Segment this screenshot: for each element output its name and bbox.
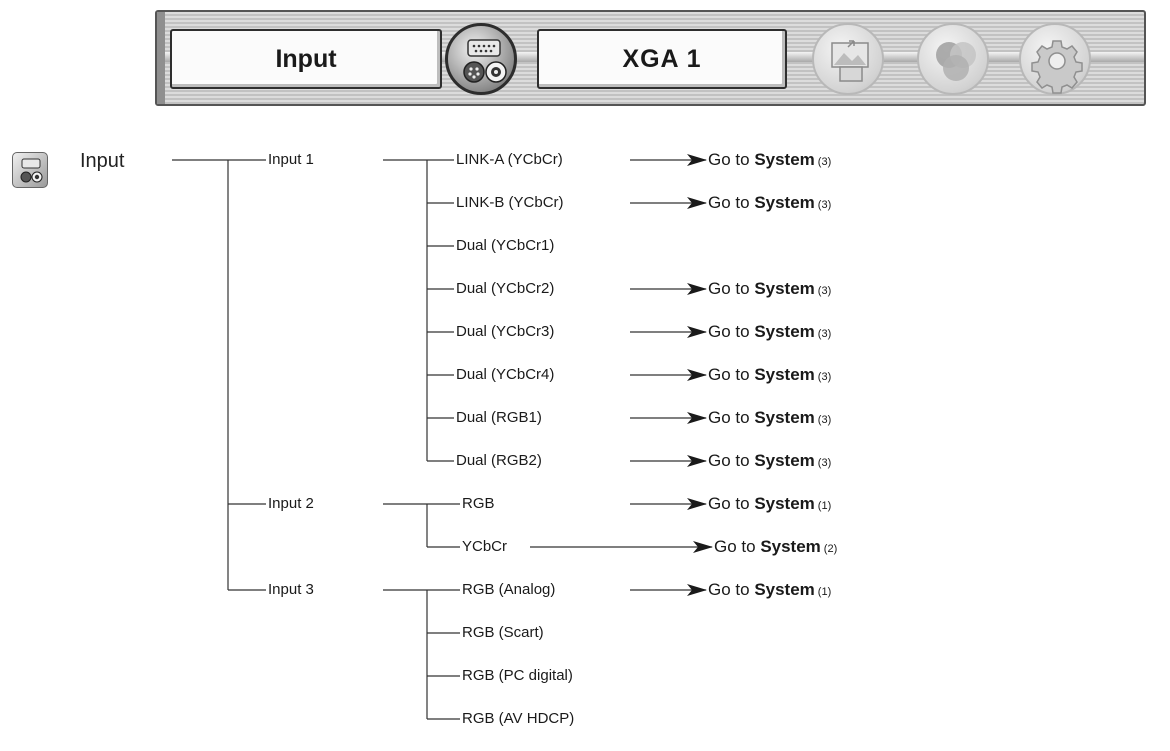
mode-node-label: LINK-B (YCbCr): [456, 194, 564, 211]
goto-number: (3): [817, 199, 832, 211]
goto-target: System: [754, 150, 815, 169]
mode-node-label: RGB (Scart): [462, 624, 544, 641]
mode-node-label: Dual (YCbCr1): [456, 237, 555, 254]
mode-node-label: Dual (YCbCr4): [456, 366, 555, 383]
goto-system-link: Go to System(3): [708, 150, 831, 172]
input-node-label: Input 3: [268, 581, 314, 598]
goto-prefix: Go to: [708, 580, 755, 599]
goto-target: System: [754, 279, 815, 298]
goto-prefix: Go to: [708, 150, 755, 169]
goto-prefix: Go to: [708, 279, 755, 298]
goto-system-link: Go to System(3): [708, 451, 831, 473]
goto-system-link: Go to System(1): [708, 494, 831, 516]
goto-number: (3): [817, 156, 832, 168]
mode-node-label: RGB (AV HDCP): [462, 710, 575, 727]
goto-prefix: Go to: [708, 193, 755, 212]
goto-system-link: Go to System(3): [708, 365, 831, 387]
goto-number: (1): [817, 500, 832, 512]
goto-prefix: Go to: [708, 451, 755, 470]
goto-system-link: Go to System(3): [708, 279, 831, 301]
goto-system-link: Go to System(2): [714, 537, 837, 559]
goto-system-link: Go to System(3): [708, 322, 831, 344]
mode-node-label: YCbCr: [462, 538, 508, 555]
color-icon[interactable]: [917, 23, 989, 95]
mode-node-label: Dual (RGB1): [456, 409, 542, 426]
goto-number: (1): [817, 586, 832, 598]
goto-target: System: [754, 193, 815, 212]
goto-prefix: Go to: [714, 537, 761, 556]
mode-node-label: Dual (YCbCr2): [456, 280, 555, 297]
input-icon[interactable]: [445, 23, 517, 95]
mode-node-label: Dual (RGB2): [456, 452, 542, 469]
goto-target: System: [754, 322, 815, 341]
menu-value-box: XGA 1: [537, 29, 787, 89]
goto-prefix: Go to: [708, 494, 755, 513]
goto-target: System: [754, 451, 815, 470]
menu-name: Input: [275, 44, 337, 73]
setting-icon[interactable]: [1019, 23, 1091, 95]
goto-number: (3): [817, 371, 832, 383]
goto-target: System: [754, 365, 815, 384]
goto-prefix: Go to: [708, 408, 755, 427]
input-node-label: Input 2: [268, 495, 314, 512]
mode-node-label: LINK-A (YCbCr): [456, 151, 563, 168]
goto-number: (3): [817, 414, 832, 426]
goto-system-link: Go to System(3): [708, 193, 831, 215]
mode-node-label: RGB (PC digital): [462, 667, 573, 684]
goto-target: System: [760, 537, 821, 556]
menu-bar: Input XGA 1: [155, 10, 1146, 106]
goto-number: (3): [817, 285, 832, 297]
goto-number: (2): [823, 543, 838, 555]
legend-label: Input: [80, 150, 125, 172]
image-adjust-icon[interactable]: [812, 23, 884, 95]
menu-name-box: Input: [170, 29, 442, 89]
goto-system-link: Go to System(3): [708, 408, 831, 430]
mode-node-label: RGB (Analog): [462, 581, 556, 598]
goto-target: System: [754, 494, 815, 513]
mode-node-label: RGB: [462, 495, 495, 512]
goto-prefix: Go to: [708, 365, 755, 384]
goto-system-link: Go to System(1): [708, 580, 831, 602]
goto-number: (3): [817, 328, 832, 340]
menu-value: XGA 1: [622, 44, 702, 73]
mode-node-label: Dual (YCbCr3): [456, 323, 555, 340]
goto-number: (3): [817, 457, 832, 469]
goto-target: System: [754, 580, 815, 599]
goto-target: System: [754, 408, 815, 427]
input-icon: [12, 152, 48, 188]
goto-prefix: Go to: [708, 322, 755, 341]
input-node-label: Input 1: [268, 151, 314, 168]
